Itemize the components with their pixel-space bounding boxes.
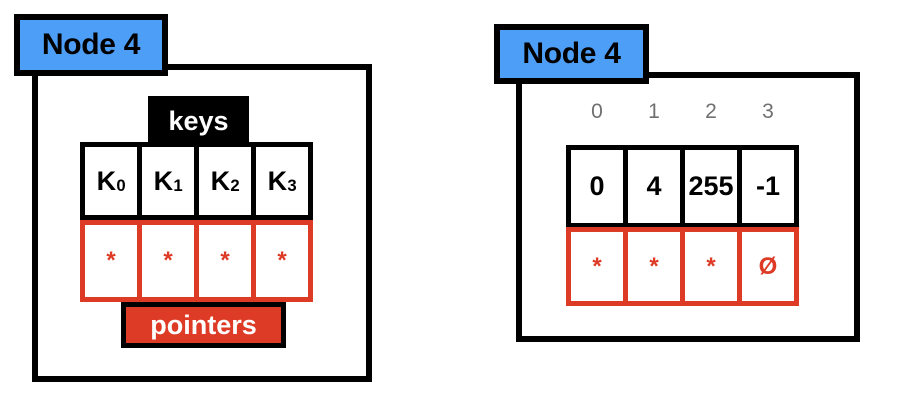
key-cell-3-subscript: 3 [287,176,297,196]
values-row-concrete: 0 4 255 -1 [566,145,799,228]
value-cell-1[interactable]: 4 [623,145,685,228]
pointers-row-concrete: * * * Ø [566,227,799,306]
index-label-0: 0 [591,100,603,123]
value-cell-2[interactable]: 255 [680,145,742,228]
index-header-row: 0 1 2 3 [566,100,799,124]
node-badge-concrete[interactable]: Node 4 [494,24,649,84]
pointers-section-tag: pointers [121,302,286,348]
concrete-pointer-cell-2[interactable]: * [680,227,742,306]
value-cell-3[interactable]: -1 [737,145,799,228]
concrete-pointer-cell-1[interactable]: * [623,227,685,306]
value-cell-0[interactable]: 0 [566,145,628,228]
key-cell-3-label: K [267,165,288,196]
pointer-cell-2[interactable]: * [194,220,256,302]
index-label-3: 3 [762,100,774,123]
key-cell-1-label: K [153,165,174,196]
pointer-cell-1[interactable]: * [137,220,199,302]
index-label-1: 1 [648,100,660,123]
key-cell-1-subscript: 1 [173,176,183,196]
key-cell-2-label: K [210,165,231,196]
concrete-pointer-cell-0[interactable]: * [566,227,628,306]
pointer-cell-0[interactable]: * [80,220,142,302]
pointer-cell-3[interactable]: * [251,220,313,302]
index-label-2: 2 [705,100,717,123]
key-cell-0-subscript: 0 [116,176,126,196]
key-cell-2-subscript: 2 [230,176,240,196]
key-cell-0-label: K [96,165,117,196]
node-badge-abstract[interactable]: Node 4 [14,14,168,76]
pointers-row-abstract: * * * * [80,220,313,302]
keys-section-tag: keys [148,96,249,146]
concrete-pointer-cell-3[interactable]: Ø [737,227,799,306]
